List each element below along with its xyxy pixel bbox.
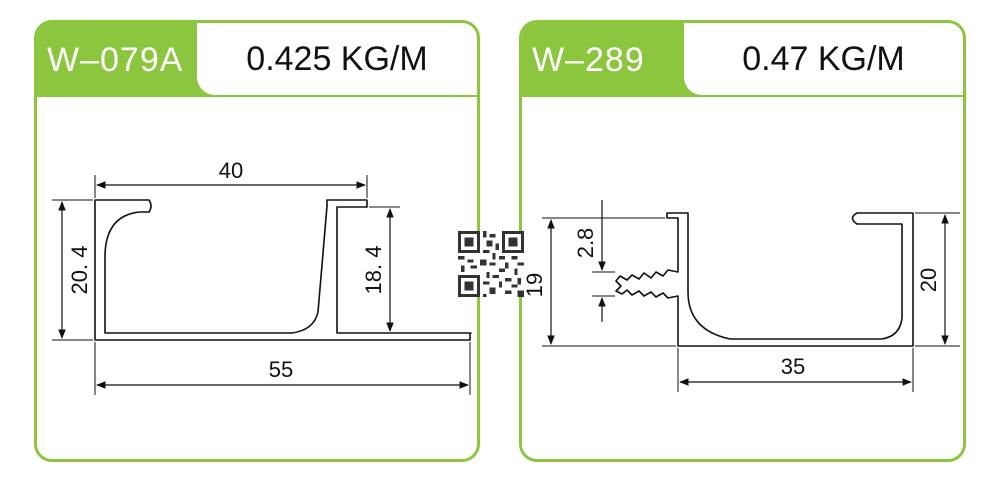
profile-weight: 0.425 KG/M [197, 23, 477, 95]
profile-weight: 0.47 KG/M [684, 23, 963, 95]
qr-code-icon [458, 231, 524, 297]
profile-code: W–079A [47, 41, 184, 79]
dim-left-height: 20. 4 [67, 246, 92, 295]
dim-right-height: 20 [916, 268, 941, 292]
profile-card-w289: W–289 0.47 KG/M [519, 20, 966, 462]
dim-right-height: 18. 4 [361, 246, 386, 295]
profile-outline-w289 [615, 212, 914, 347]
profile-code: W–289 [532, 41, 645, 79]
dim-bottom-width: 35 [781, 354, 805, 379]
dim-left-height: 19 [522, 273, 547, 297]
dim-groove: 2.8 [573, 228, 598, 259]
profile-outline-w079a [94, 199, 471, 341]
dim-top-width: 40 [219, 158, 243, 183]
dim-overall-width: 55 [269, 357, 293, 382]
